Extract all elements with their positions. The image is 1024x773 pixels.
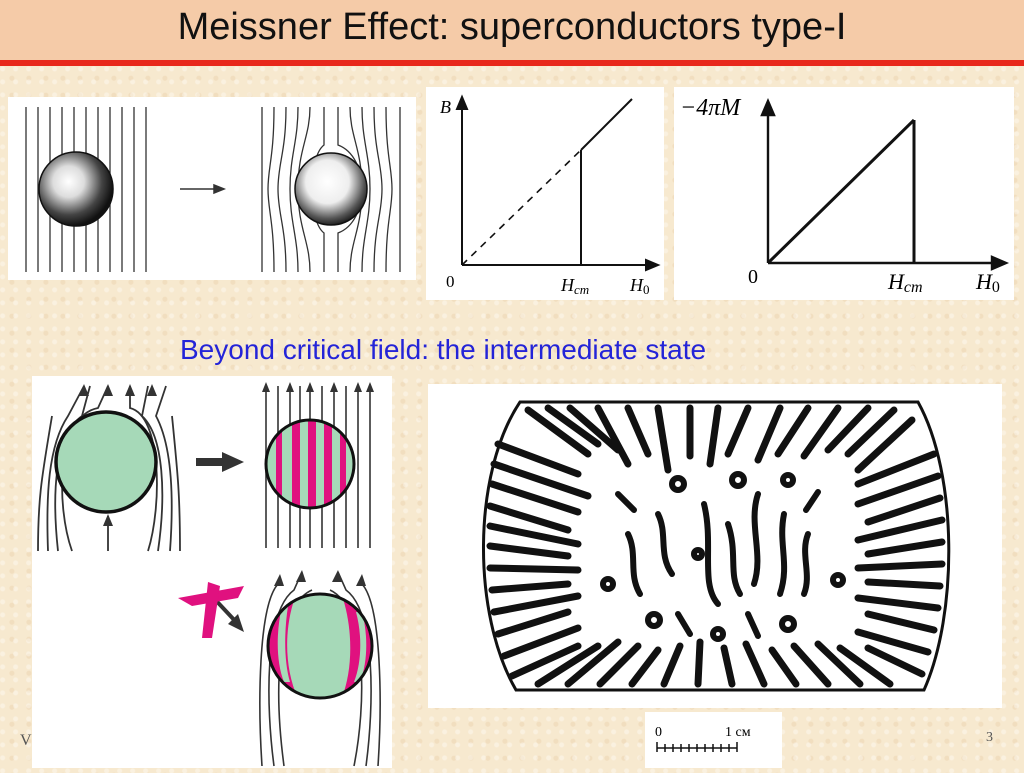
sphere-exclusion-figure <box>8 97 416 280</box>
sphere-normal <box>38 151 114 227</box>
domain-sample-outline <box>482 400 951 692</box>
graph-b-linear-line <box>580 98 633 151</box>
transition-arrow-icon <box>180 183 227 195</box>
graph-b-dashed-line <box>461 149 582 266</box>
graph-b-x-label: H0 <box>629 275 650 297</box>
section-subtitle: Beyond critical field: the intermediate … <box>180 334 707 365</box>
sphere-superconducting <box>294 152 368 226</box>
forbidden-arrow-icon <box>178 582 244 638</box>
graph-magnetization: −4πM 0 Hcm H0 <box>674 87 1014 300</box>
title-divider <box>0 60 1024 66</box>
graph-b-vs-h0: B 0 Hcm H0 <box>426 87 664 300</box>
graph-m-y-label: −4πM <box>680 95 742 121</box>
scale-bar-unit: 1 см <box>725 725 751 740</box>
central-domain-islands <box>600 471 846 642</box>
domain-pattern-figure <box>428 384 1002 708</box>
graph-b-y-label: B <box>440 97 451 117</box>
transition-arrow-icon <box>196 452 244 472</box>
graph-m-origin: 0 <box>748 266 758 288</box>
superconducting-sphere <box>54 410 158 514</box>
graph-b-origin: 0 <box>446 272 455 291</box>
graph-m-hcm-label: Hcm <box>887 269 923 296</box>
graph-m-x-label: H0 <box>975 269 1000 296</box>
page-number: 3 <box>986 730 993 745</box>
footer-text: V <box>20 732 32 749</box>
title-bar <box>0 0 1024 60</box>
graph-b-hcm-label: Hcm <box>560 275 589 297</box>
scale-bar-zero: 0 <box>655 725 662 740</box>
normal-domain-stripes <box>486 404 946 688</box>
intermediate-state-schematic <box>32 376 392 768</box>
slide-title: Meissner Effect: superconductors type-I <box>177 6 847 48</box>
scale-bar: 0 1 см <box>645 712 782 768</box>
graph-m-linear-line <box>766 118 916 265</box>
